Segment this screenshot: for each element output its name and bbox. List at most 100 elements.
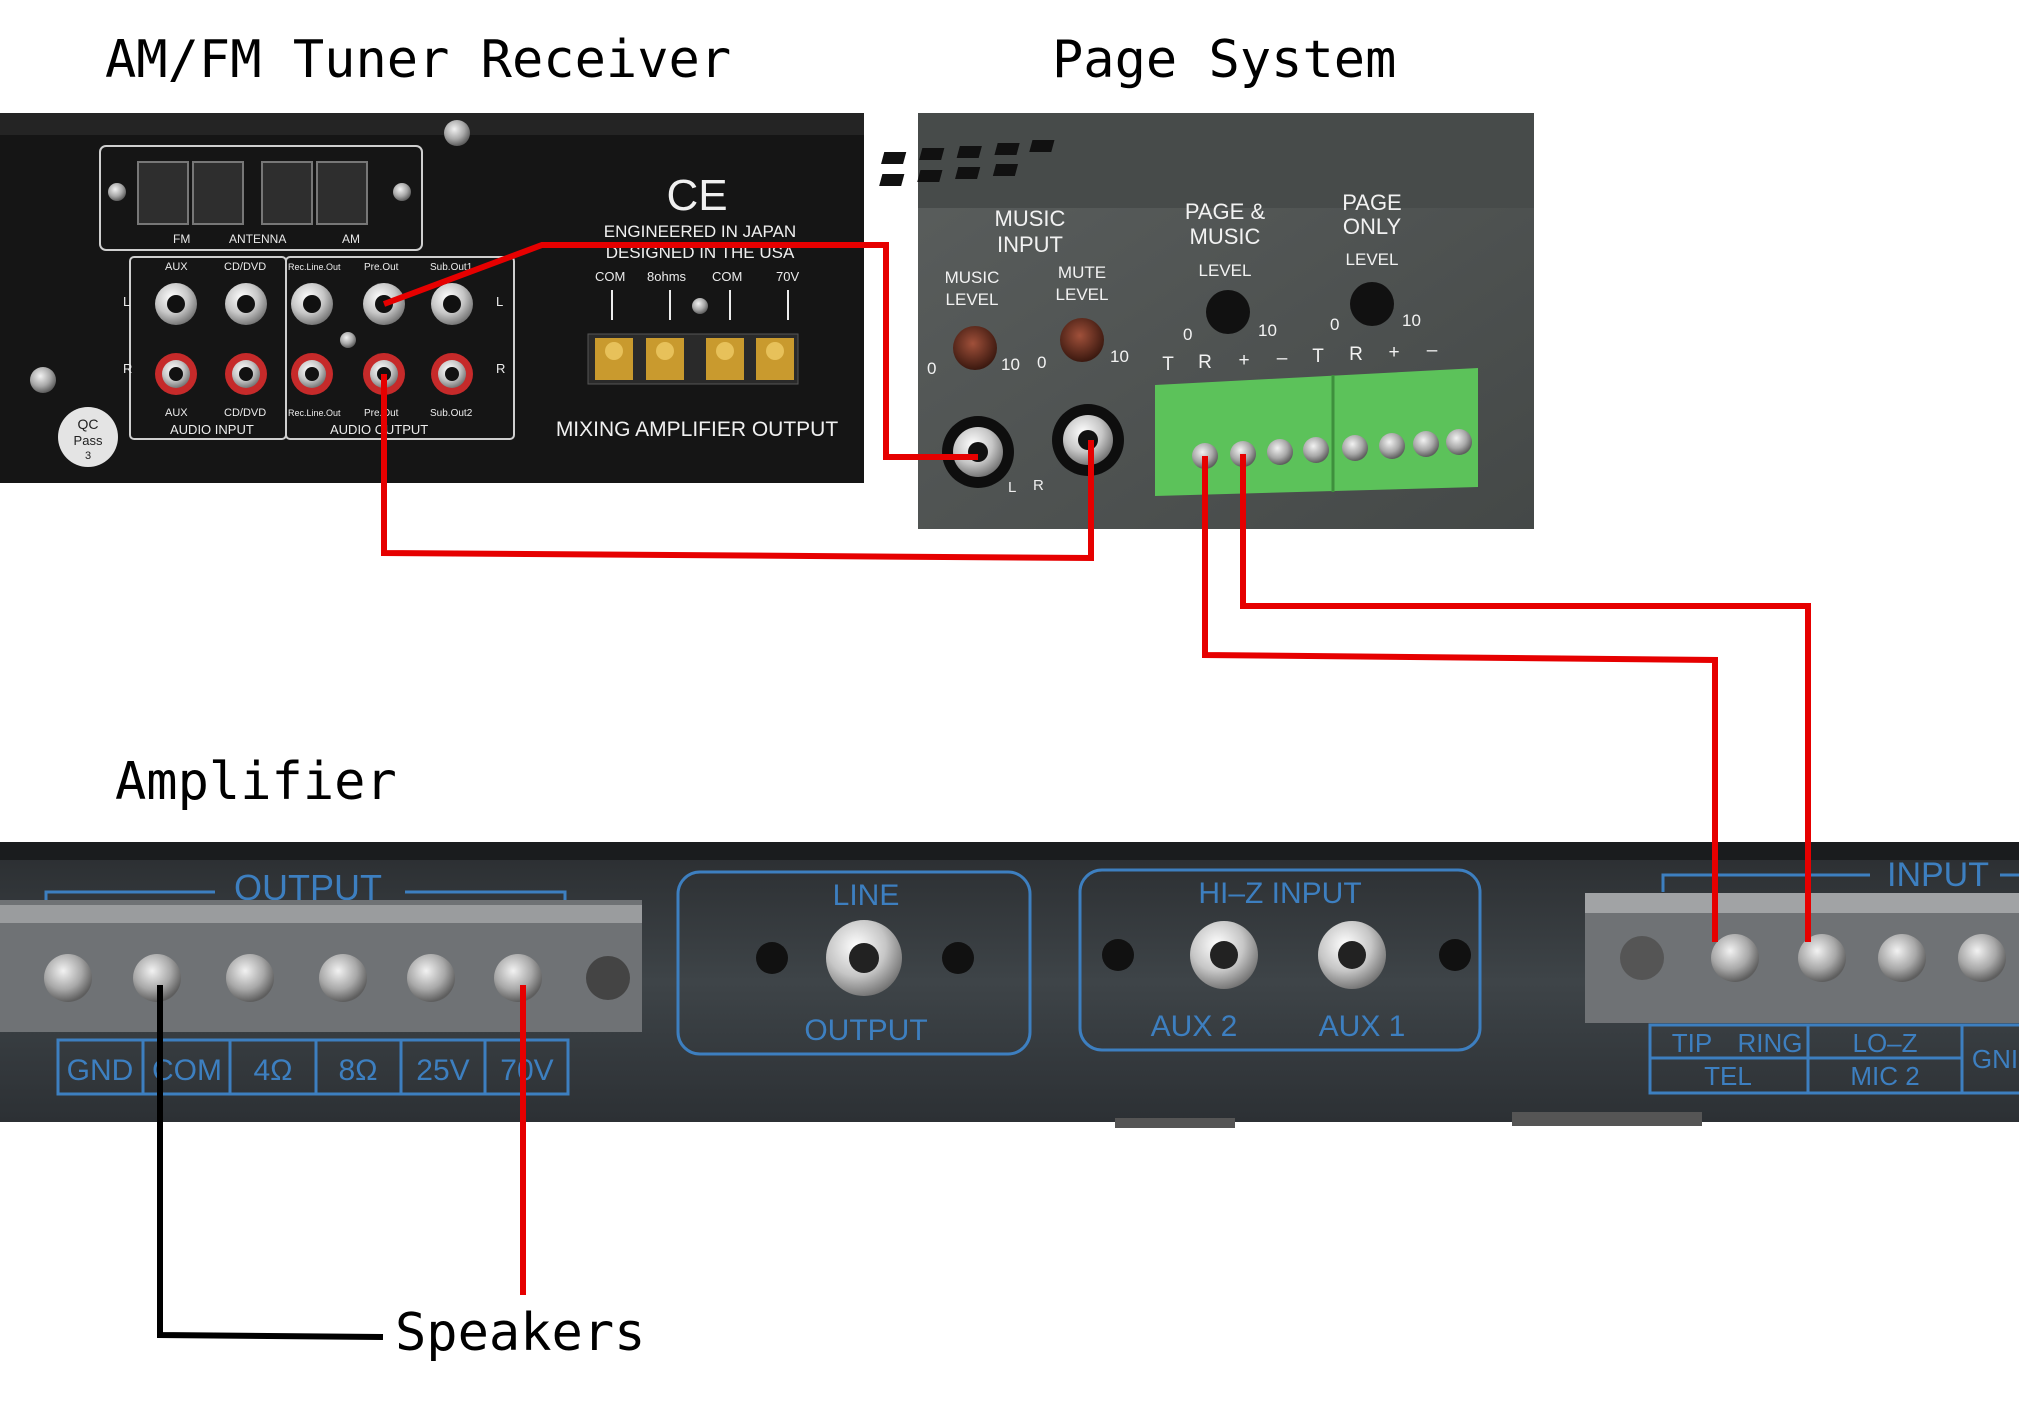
terminal-t-2: T	[1312, 346, 1324, 367]
page-music-label-2: MUSIC	[1190, 224, 1261, 249]
line-output-label: OUTPUT	[804, 1014, 927, 1047]
line-label: LINE	[833, 879, 900, 912]
line-output-jack[interactable]	[826, 920, 902, 996]
aux2-label: AUX 2	[1151, 1010, 1238, 1043]
screw-terminal-icon[interactable]	[1379, 433, 1405, 459]
terminal-r-2: R	[1349, 344, 1363, 365]
audio-output-label: AUDIO OUTPUT	[330, 422, 428, 437]
level-knob-icon[interactable]	[953, 326, 997, 370]
screw-terminal-icon[interactable]	[1958, 934, 2006, 982]
mute-level-label-1: MUTE	[1058, 263, 1106, 282]
amp-input-screws	[1620, 934, 2006, 982]
screw-terminal-icon[interactable]	[319, 954, 367, 1002]
screw-terminal-icon[interactable]	[1303, 437, 1329, 463]
rca-jack-icon[interactable]	[291, 353, 333, 395]
rca-jacks-left	[155, 283, 473, 325]
mixing-output-label: MIXING AMPLIFIER OUTPUT	[556, 418, 839, 441]
scale-min-4: 0	[1330, 315, 1339, 334]
scale-min-2: 0	[1037, 353, 1046, 372]
wire-preout-left-to-music-left	[382, 242, 978, 460]
jack-label-preout: Pre.Out	[364, 262, 399, 273]
left-mark-2: L	[496, 294, 503, 309]
level-knob-icon[interactable]	[1206, 290, 1250, 334]
qc-line3: 3	[85, 450, 91, 462]
panel-screw-icon	[444, 120, 470, 146]
tel-label: TEL	[1704, 1061, 1752, 1091]
jack-label-aux: AUX	[165, 261, 188, 273]
scale-max-2: 10	[1110, 347, 1129, 366]
speaker-terminals	[595, 338, 794, 380]
screw-terminal-icon[interactable]	[586, 956, 630, 1000]
level-knob-icon[interactable]	[1350, 282, 1394, 326]
screw-terminal-icon[interactable]	[1342, 435, 1368, 461]
amp-output-screws	[44, 954, 630, 1002]
speakers-label: Speakers	[395, 1303, 646, 1363]
music-input-jack-left[interactable]	[942, 416, 1014, 488]
rca-jack-icon[interactable]	[431, 283, 473, 325]
screw-terminal-icon[interactable]	[226, 954, 274, 1002]
wire-t-to-tip	[1202, 456, 1718, 942]
scale-max-4: 10	[1402, 311, 1421, 330]
page-music-level-label: LEVEL	[1199, 261, 1252, 280]
scale-min-1: 0	[927, 359, 936, 378]
amp-terminal-70v: 70V	[500, 1054, 553, 1087]
engineered-text: ENGINEERED IN JAPAN	[604, 222, 796, 241]
jack-label-recline-bottom: Rec.Line.Out	[288, 408, 341, 418]
amp-terminal-8ohm: 8Ω	[338, 1054, 377, 1087]
mute-level-label-2: LEVEL	[1056, 285, 1109, 304]
screw-terminal-icon[interactable]	[1267, 439, 1293, 465]
screw-terminal-icon[interactable]	[44, 954, 92, 1002]
screw-terminal-icon[interactable]	[1620, 936, 1664, 980]
amp-input-label: INPUT	[1887, 856, 1989, 894]
jack-label-recline: Rec.Line.Out	[288, 262, 341, 272]
aux1-label: AUX 1	[1319, 1010, 1406, 1043]
rca-jack-icon[interactable]	[155, 283, 197, 325]
page-music-label-1: PAGE &	[1185, 199, 1266, 224]
screw-terminal-icon[interactable]	[1878, 934, 1926, 982]
amp-terminal-4ohm: 4Ω	[253, 1054, 292, 1087]
screw-terminal-icon[interactable]	[133, 954, 181, 1002]
right-mark-2: R	[496, 361, 505, 376]
rca-jack-icon[interactable]	[225, 353, 267, 395]
screw-terminal-icon[interactable]	[1798, 934, 1846, 982]
am-label: AM	[342, 232, 360, 246]
qc-line2: Pass	[74, 433, 103, 448]
screw-terminal-icon[interactable]	[1413, 431, 1439, 457]
music-input-label-1: MUSIC	[995, 206, 1066, 231]
jack-label-cd: CD/DVD	[224, 261, 266, 273]
wire-com-to-speakers	[157, 985, 384, 1340]
music-level-label-2: LEVEL	[946, 290, 999, 309]
jack-label-subout1: Sub.Out1	[430, 262, 473, 273]
level-knob-icon[interactable]	[1060, 318, 1104, 362]
amplifier-panel: OUTPUT GND COM 4Ω 8Ω 25V 70V LINE	[0, 842, 2019, 1128]
scale-max-1: 10	[1001, 355, 1020, 374]
rca-jack-icon[interactable]	[291, 283, 333, 325]
loz-label: LO–Z	[1852, 1028, 1917, 1058]
aux2-jack[interactable]	[1190, 921, 1258, 989]
terminal-label-70v: 70V	[776, 269, 799, 284]
rca-jack-icon[interactable]	[431, 353, 473, 395]
page-system-panel: MUSIC INPUT PAGE & MUSIC PAGE ONLY MUSIC…	[879, 113, 1534, 529]
rca-jack-icon[interactable]	[155, 353, 197, 395]
audio-input-label: AUDIO INPUT	[170, 422, 254, 437]
fm-label: FM	[173, 232, 190, 246]
aux1-jack[interactable]	[1318, 921, 1386, 989]
terminal-plus-2: +	[1388, 342, 1399, 363]
jack-l-label: L	[1008, 479, 1016, 496]
screw-terminal-icon[interactable]	[494, 954, 542, 1002]
screw-terminal-icon[interactable]	[756, 338, 794, 380]
qc-line1: QC	[78, 416, 99, 432]
screw-terminal-icon[interactable]	[1711, 934, 1759, 982]
wires	[157, 242, 1811, 1340]
screw-terminal-icon[interactable]	[1446, 429, 1472, 455]
screw-terminal-icon[interactable]	[646, 338, 684, 380]
page-only-label-1: PAGE	[1342, 190, 1402, 215]
screw-terminal-icon[interactable]	[595, 338, 633, 380]
screw-terminal-icon[interactable]	[407, 954, 455, 1002]
screw-terminal-icon[interactable]	[706, 338, 744, 380]
rca-jack-icon[interactable]	[225, 283, 267, 325]
page-only-level-label: LEVEL	[1346, 250, 1399, 269]
receiver-panel: FM ANTENNA AM AUX CD/DVD Rec.Line.Out Pr…	[0, 113, 864, 483]
ring-label: RING	[1738, 1028, 1803, 1058]
jack-label-aux-bottom: AUX	[165, 407, 188, 419]
